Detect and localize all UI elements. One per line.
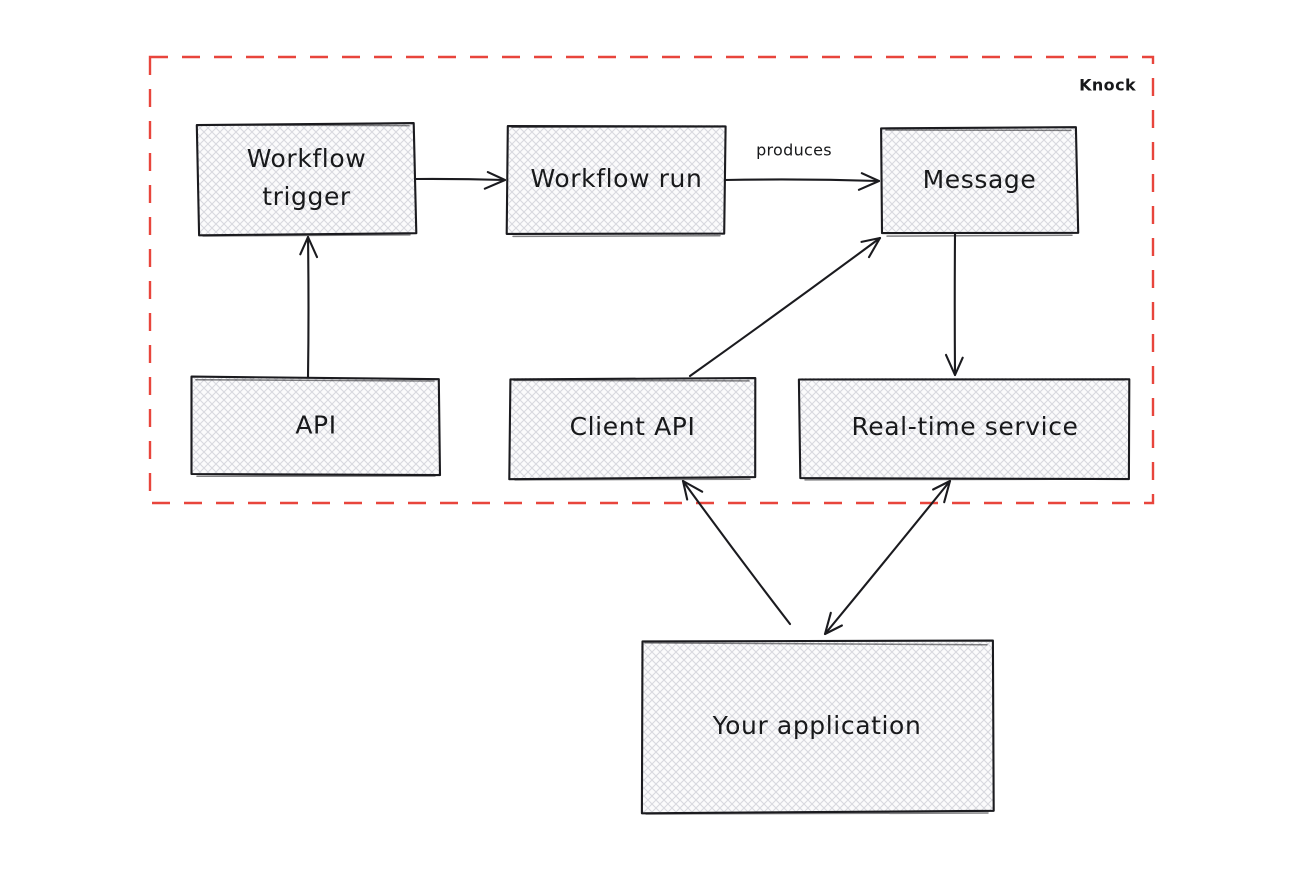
- arrow-head: [932, 479, 952, 504]
- node-message[interactable]: Message: [880, 126, 1080, 237]
- edge-message-to-real-time-service: [944, 232, 964, 377]
- node-shade: [644, 642, 989, 815]
- edge-your-application-to-client-api: [681, 479, 792, 626]
- node-workflow-run[interactable]: Workflow run: [505, 125, 727, 238]
- edge-line: [413, 177, 507, 182]
- node-outline: [880, 126, 1080, 235]
- edge-real-time-service-to-your-application: [823, 479, 952, 636]
- node-client-api[interactable]: Client API: [508, 377, 757, 481]
- node-shade: [195, 378, 436, 478]
- node-shade: [201, 124, 411, 237]
- node-outline: [195, 122, 418, 237]
- edge-line: [823, 479, 952, 636]
- arrow-head: [483, 171, 507, 190]
- node-real-time-service[interactable]: Real-time service: [797, 378, 1131, 481]
- edge-line: [306, 235, 310, 380]
- node-label: Real-time service: [851, 412, 1078, 441]
- node-outline: [190, 375, 442, 477]
- arrow-head: [860, 236, 882, 259]
- node-your-application[interactable]: Your application: [640, 639, 995, 815]
- node-fill: [510, 378, 755, 478]
- edge-client-api-to-message: [688, 236, 882, 378]
- node-shade: [803, 378, 1126, 481]
- node-fill: [641, 642, 993, 812]
- node-fill: [882, 128, 1077, 234]
- knock-boundary-label: Knock: [1079, 76, 1136, 95]
- node-fill: [198, 124, 415, 234]
- edge-line: [681, 479, 792, 626]
- node-fill: [192, 378, 440, 475]
- node-outline: [640, 639, 995, 815]
- arrow-head: [857, 172, 881, 191]
- node-workflow-trigger[interactable]: Workflow trigger: [195, 122, 418, 237]
- edge-line: [723, 178, 881, 183]
- arrow-head: [681, 479, 704, 501]
- node-label: Your application: [712, 711, 922, 740]
- knock-boundary-group: Knock: [148, 55, 1155, 505]
- edges-layer: [299, 171, 964, 636]
- edge-label-run-to-message: produces: [756, 141, 832, 160]
- node-shade: [885, 129, 1073, 237]
- arrow-head: [944, 353, 964, 377]
- node-shade: [511, 126, 721, 238]
- node-api[interactable]: API: [190, 375, 442, 478]
- edge-api-to-trigger: [299, 235, 319, 380]
- node-label: Workflow run: [531, 164, 703, 193]
- node-outline: [508, 377, 757, 481]
- knock-boundary-frame: [148, 55, 1155, 505]
- node-label: Client API: [570, 412, 696, 441]
- arrow-head: [823, 611, 843, 636]
- edge-line: [688, 236, 882, 378]
- node-label: trigger: [262, 182, 351, 211]
- edge-run-to-message: [723, 172, 881, 191]
- edge-trigger-to-run: [413, 171, 507, 190]
- node-label: API: [295, 411, 336, 440]
- node-shade: [513, 379, 751, 481]
- node-label: Workflow: [247, 144, 367, 173]
- edge-labels-layer: produces: [756, 141, 832, 160]
- arrow-head: [299, 235, 319, 259]
- node-fill: [800, 378, 1130, 478]
- node-fill: [508, 125, 725, 235]
- node-label: Message: [923, 165, 1037, 194]
